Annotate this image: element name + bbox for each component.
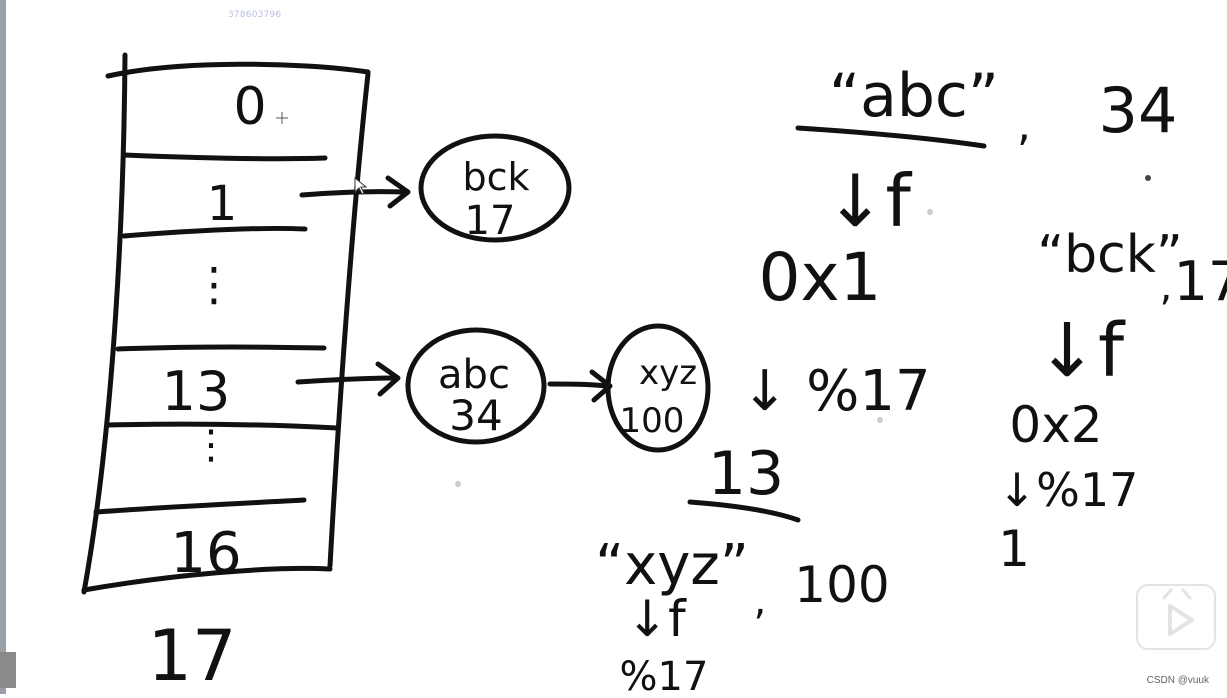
cursor-arrow-icon (354, 176, 368, 195)
calc-hash-fn: ↓f (626, 590, 687, 648)
play-button[interactable] (1136, 584, 1216, 650)
node-abc: abc 34 (405, 327, 547, 445)
slot-index-1: 1 (207, 176, 238, 232)
arrow-slot1-to-bck (299, 189, 407, 198)
table-capacity: 17 (147, 615, 236, 694)
calc-hash-fn: ↓f (1036, 308, 1126, 394)
hash-table: 0 1 ⋮ 13 ⋮ 16 17 (81, 52, 371, 697)
slot-index-16: 16 (170, 521, 241, 586)
calc-hash-value: 0x1 (758, 239, 881, 316)
node-bck: bck 17 (418, 133, 572, 244)
table-top-edge (105, 61, 371, 79)
calc-key: “bck” (1037, 225, 1183, 285)
row-divider (93, 497, 307, 515)
node-key: xyz (639, 353, 697, 393)
left-edge-bar (0, 0, 6, 694)
node-value: 17 (465, 198, 516, 244)
row-divider (121, 225, 308, 239)
calc-result: 1 (998, 520, 1030, 578)
calc-hash-value: 0x2 (1009, 396, 1102, 454)
node-xyz: xyz 100 (605, 323, 711, 453)
node-value: 34 (449, 391, 502, 440)
ink-dot (1145, 175, 1151, 181)
slot-index-13: 13 (162, 360, 231, 423)
ink-dot (927, 209, 933, 215)
calc-abc: “abc” , 34 ↓f 0x1 ↓ %17 13 (687, 61, 1178, 523)
calc-mod: ↓%17 (998, 463, 1139, 517)
node-value: 100 (620, 401, 685, 441)
calc-value: 100 (794, 556, 889, 614)
calc-mod: %17 (620, 654, 709, 694)
arrow-abc-to-xyz (547, 381, 609, 389)
arrowhead (375, 361, 401, 397)
calc-result: 13 (708, 439, 784, 509)
arrowhead (385, 175, 411, 209)
underline (687, 499, 801, 523)
ink-dot (455, 481, 461, 487)
node-key: bck (462, 155, 529, 199)
crosshair-icon (276, 112, 288, 124)
row-divider (105, 421, 340, 431)
chain-arrows (295, 175, 613, 403)
calc-hash-fn: ↓f (825, 159, 912, 243)
ink-dot (877, 417, 883, 423)
gap-ellipsis: ⋮ (191, 257, 237, 311)
node-circle (405, 327, 547, 445)
node-key: abc (438, 352, 510, 398)
stray-marks (455, 175, 1151, 487)
watermark-id: 378603796 (228, 10, 282, 20)
calc-bck: “bck” , 17 ↓f 0x2 ↓%17 1 (998, 225, 1227, 578)
calc-comma: , (754, 578, 767, 624)
calc-value: 34 (1099, 74, 1178, 147)
play-icon (1162, 588, 1194, 636)
arrow-slot13-to-abc (295, 375, 399, 385)
credit-watermark: CSDN @vuuk (1146, 675, 1209, 686)
row-divider (115, 344, 327, 352)
left-corner-block (0, 652, 16, 688)
table-bottom-edge (81, 565, 333, 593)
node-circle (605, 323, 711, 453)
row-divider (122, 152, 328, 162)
calc-key: “abc” (829, 61, 999, 131)
table-left-edge (81, 52, 128, 595)
calc-value: 17 (1174, 250, 1227, 313)
calc-comma: , (1160, 264, 1173, 310)
table-right-edge (327, 71, 371, 569)
calc-mod: ↓ %17 (741, 359, 930, 424)
calc-comma: , (1017, 100, 1031, 151)
slot-index-0: 0 (233, 77, 266, 137)
calc-xyz: “xyz” , 100 ↓f %17 (595, 533, 890, 698)
gap-ellipsis: ⋮ (191, 422, 231, 468)
underline (795, 125, 987, 149)
node-circle (418, 133, 572, 243)
calc-key: “xyz” (595, 533, 749, 598)
